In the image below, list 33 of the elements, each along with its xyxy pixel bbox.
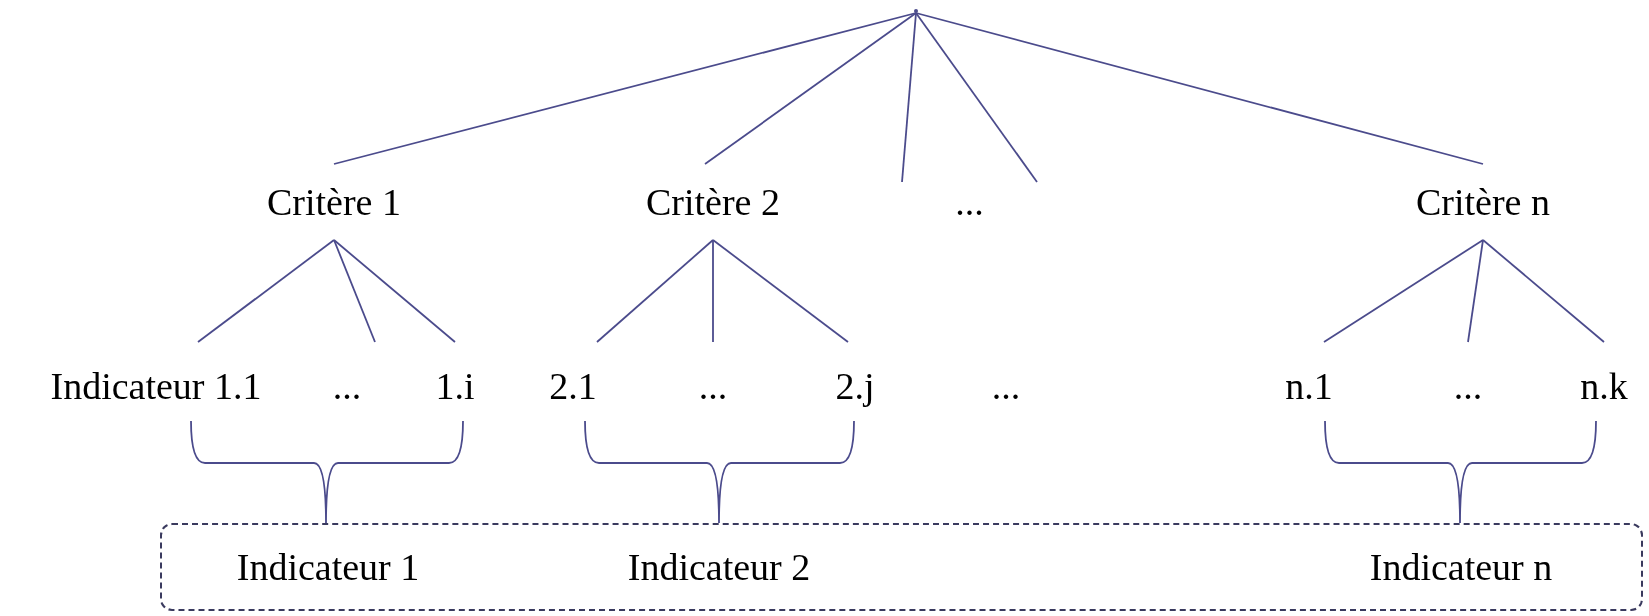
criterion-label: Critère 2 <box>618 164 808 240</box>
indicator-label: n.k <box>1574 342 1634 430</box>
connector-line <box>333 239 376 343</box>
indicator-label: ... <box>1438 342 1498 430</box>
connector-line <box>712 239 849 343</box>
indicator-label: Indicateur n <box>1331 525 1591 609</box>
junction-point <box>914 9 918 13</box>
indicator-label: ... <box>976 342 1036 430</box>
connector-line <box>915 12 1484 165</box>
indicator-label: 2.j <box>825 342 885 430</box>
connector-line <box>915 12 1038 183</box>
connector-line <box>704 12 917 165</box>
indicator-label: n.1 <box>1279 342 1339 430</box>
ellipsis: ... <box>901 182 1038 222</box>
connector-line <box>901 12 917 183</box>
connector-line <box>1323 239 1484 343</box>
connector-line <box>333 239 456 343</box>
indicator-label: Indicateur 2 <box>589 525 849 609</box>
indicator-label: ... <box>683 342 743 430</box>
connector-line <box>333 12 917 165</box>
criterion-label: Critère 1 <box>244 164 424 240</box>
connector-line <box>712 239 714 343</box>
indicator-label: 1.i <box>425 342 485 430</box>
indicator-label: 2.1 <box>543 342 603 430</box>
indicator-label: Indicateur 1 <box>198 525 458 609</box>
connector-line <box>1467 239 1484 343</box>
indicator-label: Indicateur 1.1 <box>11 342 301 430</box>
indicator-label: ... <box>317 342 377 430</box>
connector-line <box>197 239 335 343</box>
connector-line <box>596 239 714 343</box>
connector-line <box>1482 239 1605 343</box>
criterion-label: Critère n <box>1388 164 1578 240</box>
dashed-group-box <box>160 523 1643 611</box>
